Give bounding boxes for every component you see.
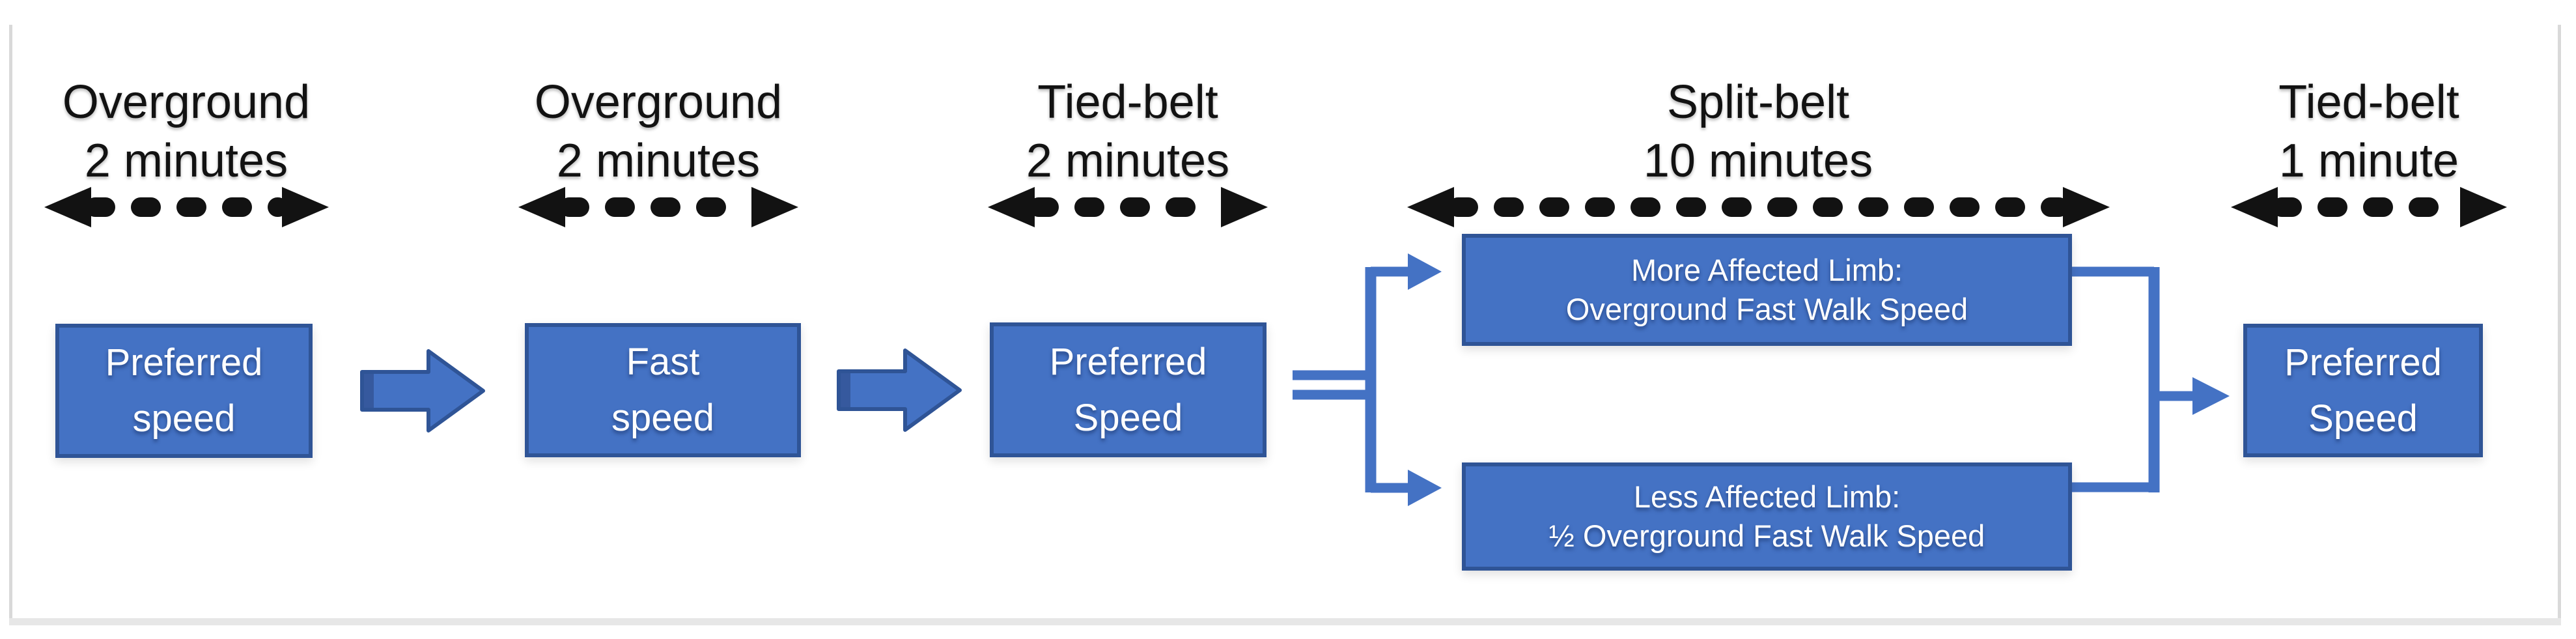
slide-left-border bbox=[9, 25, 12, 619]
phase-label-line: Tied-belt bbox=[2278, 76, 2459, 128]
phase-label-line: 2 minutes bbox=[1026, 135, 1230, 187]
box-text-line: Speed bbox=[2308, 397, 2418, 440]
phase-label-line: Overground bbox=[534, 76, 783, 128]
box-preferred-speed-overground: Preferred speed bbox=[55, 324, 313, 458]
box-text-line: Overground Fast Walk Speed bbox=[1565, 292, 1968, 326]
slide-bottom-bar bbox=[9, 618, 2561, 625]
phase-label-split-belt: Split-belt 10 minutes bbox=[1433, 73, 2084, 190]
phase-label-line: 1 minute bbox=[2278, 135, 2459, 187]
split-arrowhead-lower-icon bbox=[1408, 470, 1442, 506]
phase-label-tied-belt-2: Tied-belt 1 minute bbox=[2043, 73, 2576, 190]
box-text-line: speed bbox=[132, 397, 236, 440]
box-preferred-speed-tied-belt: Preferred Speed bbox=[990, 322, 1267, 457]
box-text-line: ½ Overground Fast Walk Speed bbox=[1548, 518, 1985, 553]
box-more-affected-limb: More Affected Limb: Overground Fast Walk… bbox=[1462, 234, 2072, 346]
box-text-line: Fast bbox=[626, 341, 700, 383]
phase-label-overground-2: Overground 2 minutes bbox=[333, 73, 984, 190]
phase-label-line: Split-belt bbox=[1666, 76, 1850, 128]
phase-label-line: Overground bbox=[62, 76, 311, 128]
block-arrow-2-icon bbox=[837, 348, 962, 432]
phase-label-tied-belt-1: Tied-belt 2 minutes bbox=[802, 73, 1453, 190]
box-text-line: Less Affected Limb: bbox=[1633, 479, 1901, 514]
box-text-line: speed bbox=[611, 397, 715, 439]
phase-label-line: 10 minutes bbox=[1643, 135, 1873, 187]
duration-arrow-overground-1-icon bbox=[44, 187, 329, 227]
merge-arrowhead-icon bbox=[2192, 377, 2230, 415]
block-arrow-1-icon bbox=[360, 349, 485, 433]
box-text-line: Speed bbox=[1073, 396, 1183, 439]
box-fast-speed-overground: Fast speed bbox=[525, 323, 801, 457]
merge-connector bbox=[2072, 266, 2230, 492]
phase-label-line: Tied-belt bbox=[1037, 76, 1218, 128]
box-text-line: Preferred bbox=[1049, 340, 1207, 383]
box-text-line: More Affected Limb: bbox=[1631, 253, 1903, 287]
duration-arrow-tied-belt-2-icon bbox=[2231, 187, 2507, 227]
split-arrowhead-upper-icon bbox=[1408, 253, 1442, 290]
phase-label-line: 2 minutes bbox=[84, 135, 288, 187]
split-connector bbox=[1293, 253, 1442, 506]
duration-arrow-overground-2-icon bbox=[518, 187, 798, 227]
box-less-affected-limb: Less Affected Limb: ½ Overground Fast Wa… bbox=[1462, 462, 2072, 571]
phase-label-overground-1: Overground 2 minutes bbox=[0, 73, 512, 190]
duration-arrow-tied-belt-1-icon bbox=[988, 187, 1268, 227]
phase-label-line: 2 minutes bbox=[556, 135, 761, 187]
box-text-line: Preferred bbox=[2284, 341, 2442, 384]
box-text-line: Preferred bbox=[105, 341, 263, 384]
slide-right-border bbox=[2558, 25, 2561, 619]
duration-arrow-split-belt-icon bbox=[1407, 187, 2110, 227]
box-preferred-speed-final: Preferred Speed bbox=[2243, 324, 2483, 457]
